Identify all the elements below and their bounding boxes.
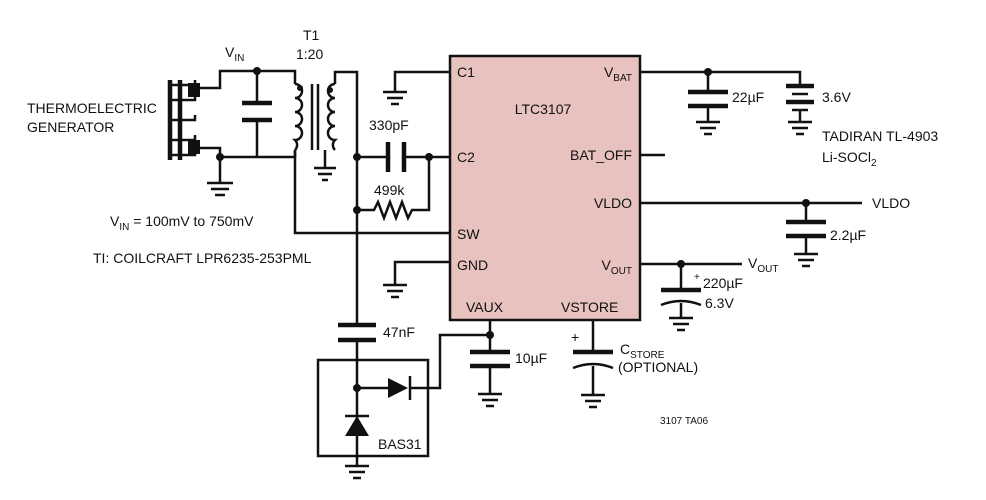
ic-name: LTC3107 <box>515 101 572 117</box>
transformer-part-label: TI: COILCRAFT LPR6235-253PML <box>93 250 312 266</box>
figure-id: 3107 TA06 <box>660 416 708 427</box>
battery-model: TADIRAN TL-4903 <box>822 128 938 144</box>
vin-range-text: = 100mV to 750mV <box>129 213 254 229</box>
vout-output-sub: OUT <box>757 264 778 275</box>
cstore-label-sub: STORE <box>630 350 665 361</box>
vldo-output-label: VLDO <box>872 195 910 211</box>
battery <box>786 83 814 136</box>
gnd-pin-ground <box>383 260 450 299</box>
c-330pf-label: 330pF <box>369 117 409 133</box>
ic-body <box>448 54 642 322</box>
pin-vbat-main: V <box>604 64 614 80</box>
diode-label: BAS31 <box>378 436 422 452</box>
vin-rail <box>200 69 297 90</box>
cstore-label-main: C <box>620 341 630 357</box>
vin-range-sub: IN <box>119 222 129 233</box>
pin-gnd: GND <box>457 257 488 273</box>
teg-label-2: GENERATOR <box>27 119 114 135</box>
pin-bat-off: BAT_OFF <box>570 147 632 163</box>
cstore-label: CSTORE <box>620 341 665 361</box>
battery-chemistry: Li-SOCl2 <box>822 149 877 169</box>
c-220uf-label: 220µF <box>703 275 743 291</box>
teg-label-1: THERMOELECTRIC <box>27 100 157 116</box>
pin-vout-main: V <box>602 257 612 273</box>
battery-voltage: 3.6V <box>822 89 851 105</box>
pin-vaux: VAUX <box>466 299 504 315</box>
diode-shunt <box>345 414 369 436</box>
c-220uf-voltage: 6.3V <box>705 295 734 311</box>
diode-package <box>316 358 430 458</box>
secondary-ground <box>314 150 336 182</box>
capacitor-2u2f <box>786 203 826 268</box>
pin-vout: VOUT <box>602 257 632 277</box>
transformer-t1 <box>291 82 339 151</box>
teg-ground <box>207 157 233 197</box>
capacitor-220uf <box>660 264 702 332</box>
pin-vstore: VSTORE <box>561 299 618 315</box>
vin-range-label: VIN = 100mV to 750mV <box>110 213 254 233</box>
primary-to-sw-wire <box>293 150 450 235</box>
c-10uf-label: 10µF <box>515 350 547 366</box>
c-2u2f-label: 2.2µF <box>830 227 866 243</box>
diode-series <box>357 320 492 400</box>
capacitor-10uf <box>470 335 510 408</box>
battery-chem-main: Li-SOCl <box>822 149 871 165</box>
c-47nf-label: 47nF <box>383 324 415 340</box>
capacitor-330pf <box>357 142 450 172</box>
t1-ratio: 1:20 <box>296 46 323 62</box>
cstore-note: (OPTIONAL) <box>618 359 698 375</box>
pin-vbat: VBAT <box>604 64 632 84</box>
vin-range-main: V <box>110 213 120 229</box>
teg-symbol <box>167 80 200 160</box>
c-220uf-plus: + <box>694 272 700 283</box>
vbat-rail <box>640 70 802 86</box>
c-22uf-label: 22µF <box>732 89 764 105</box>
c1-ground <box>383 70 450 106</box>
t1-designator: T1 <box>303 27 320 43</box>
capacitor-22uf <box>688 72 728 136</box>
diode-ground <box>345 456 369 480</box>
input-capacitor <box>242 71 272 157</box>
pin-c1: C1 <box>457 64 475 80</box>
pin-vbat-sub: BAT <box>613 73 632 84</box>
pin-sw: SW <box>457 226 480 242</box>
gnd-rail-teg <box>200 146 297 159</box>
vin-label: VIN <box>225 44 244 64</box>
secondary-top-wire <box>333 70 359 325</box>
pin-vout-sub: OUT <box>611 266 632 277</box>
capacitor-cstore <box>572 320 614 409</box>
vout-output-label: VOUT <box>748 255 778 275</box>
vin-label-main: V <box>225 44 235 60</box>
resistor-499k <box>357 157 431 222</box>
vin-label-sub: IN <box>234 53 244 64</box>
cstore-plus: + <box>571 329 579 345</box>
vout-output-main: V <box>748 255 758 271</box>
pin-c2: C2 <box>457 149 475 165</box>
battery-chem-sub: 2 <box>871 158 877 169</box>
pin-vldo: VLDO <box>594 195 632 211</box>
r-499k-label: 499k <box>374 182 405 198</box>
